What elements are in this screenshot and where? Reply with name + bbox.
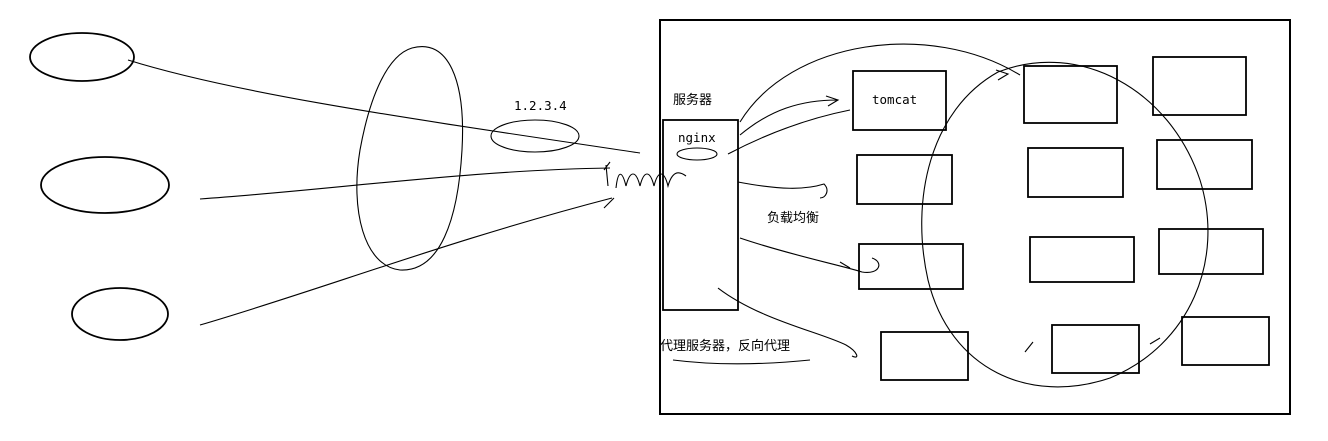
server-box-3 [858,243,964,290]
server-box-2 [856,154,953,205]
client-ellipse-1 [29,32,135,82]
request-line-3 [199,197,615,326]
cluster-tick-1 [1024,341,1034,353]
arrow-to-tomcat-1b [727,109,851,155]
server-box-8 [1051,324,1140,374]
tomcat-label: tomcat [872,92,917,107]
server-box-12 [1181,316,1270,366]
server-box-7 [1029,236,1135,283]
load-balance-label: 负载均衡 [767,211,819,226]
nginx-box [662,119,739,311]
cluster-circle [921,61,1209,388]
reverse-proxy-underline [672,359,811,365]
request-line-2 [199,167,611,200]
squiggle-scribble [603,161,687,189]
server-box-10 [1156,139,1253,190]
cluster-tick-3 [995,69,1010,81]
internet-cloud-oval [356,46,464,271]
arrow-to-tomcat-3 [739,237,880,273]
tomcat-box-1 [852,70,947,131]
nginx-label: nginx [678,130,716,145]
server-box-4 [880,331,969,381]
arrow-to-tomcat-1 [739,95,840,136]
client-ellipse-2 [40,156,170,214]
client-ellipse-3 [71,287,169,341]
arrow-top-arc [739,43,1021,123]
reverse-proxy-label: 代理服务器，反向代理 [660,338,790,354]
ip-label: 1.2.3.4 [514,98,567,113]
server-box-9 [1152,56,1247,116]
request-line-1 [127,59,641,154]
arrow-to-tomcat-4 [717,287,858,358]
server-box-6 [1027,147,1124,198]
nginx-circle [676,147,718,161]
server-label: 服务器 [673,92,712,108]
server-box-11 [1158,228,1264,275]
server-boundary-box [659,19,1291,415]
arrow-to-tomcat-2 [737,181,828,199]
server-box-5 [1023,65,1118,124]
cluster-tick-2 [1149,337,1161,345]
ip-circle [490,119,580,153]
